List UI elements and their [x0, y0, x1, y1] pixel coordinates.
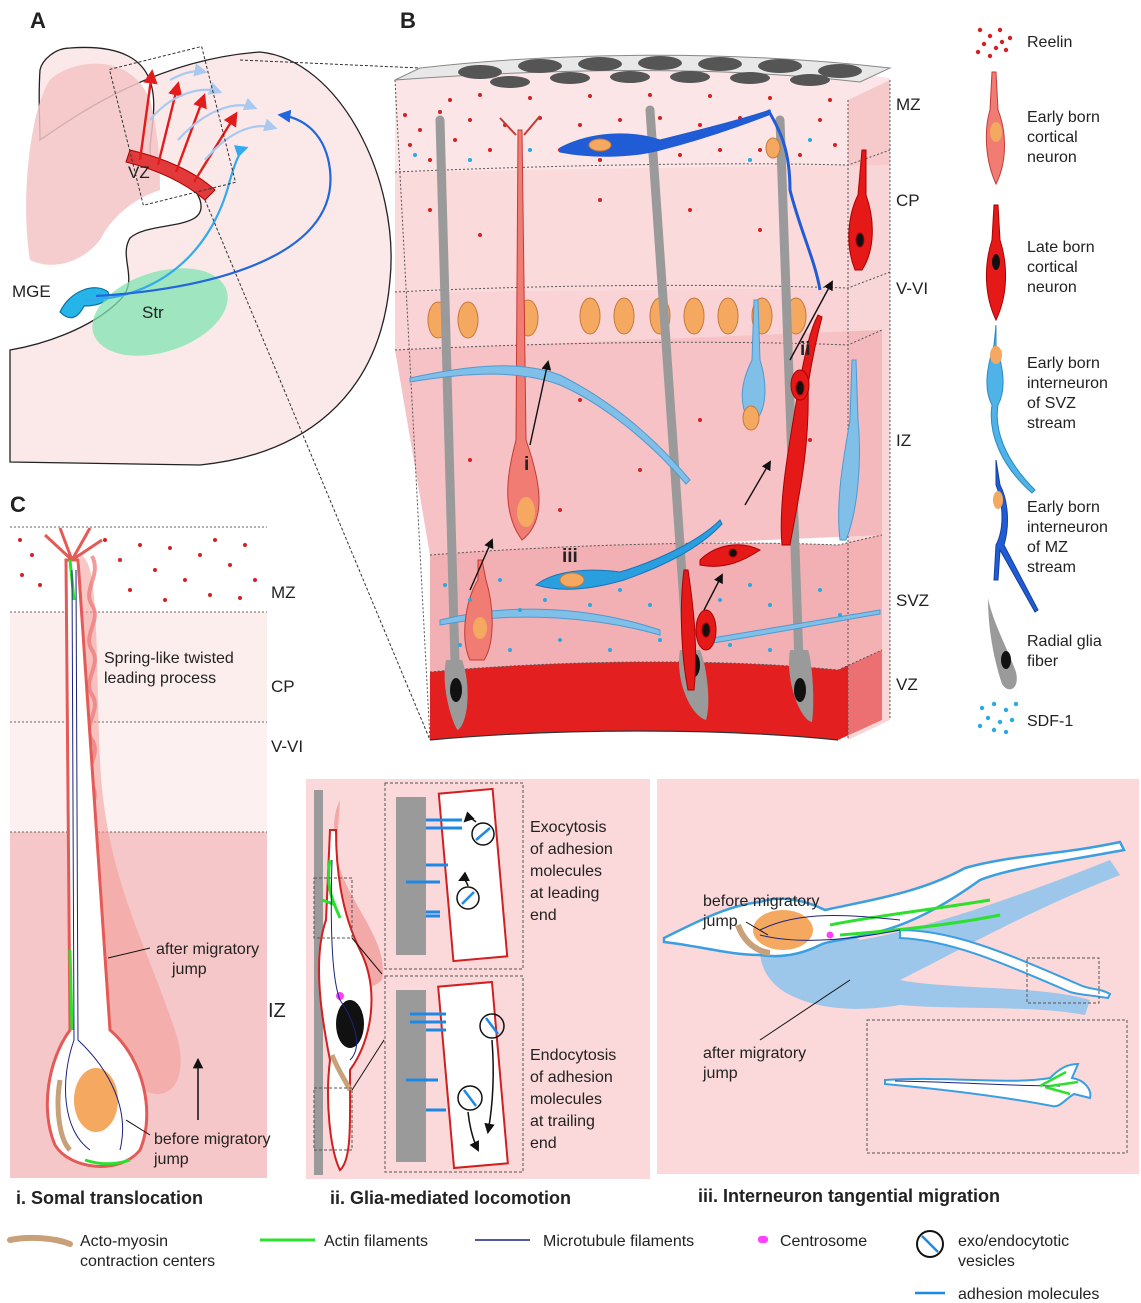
early-cortical-neuron-icon	[986, 72, 1004, 184]
legend-radial-glia: Radial gliafiber	[1027, 633, 1102, 670]
c-nucleus	[74, 1068, 118, 1132]
c-zone-vvi	[10, 722, 267, 832]
legend-adhesion: adhesion molecules	[958, 1286, 1099, 1303]
zone-label-iz: IZ	[896, 431, 911, 450]
c-zone-label-vvi: V-VI	[271, 737, 303, 756]
zone-svz	[430, 535, 882, 672]
caption-ii: ii. Glia-mediated locomotion	[330, 1188, 571, 1208]
panel-b-letter: B	[400, 8, 416, 33]
zone-label-mz: MZ	[896, 95, 921, 114]
legend-reelin: Reelin	[1027, 34, 1072, 51]
ii-exo-glia	[396, 797, 426, 955]
str-label: Str	[142, 303, 164, 322]
ii-endo-glia	[396, 990, 426, 1162]
mge-label: MGE	[12, 282, 51, 301]
reelin-dots-icon	[976, 28, 1012, 58]
mode-label-ii: ii	[800, 339, 811, 360]
iii-centrosome	[827, 932, 834, 939]
zone-label-cp: CP	[896, 191, 920, 210]
late-cortical-neuron-icon	[986, 205, 1005, 320]
panel-c-letter: C	[10, 492, 26, 517]
iii-nucleus	[753, 910, 813, 950]
mz-interneuron-icon	[993, 460, 1038, 612]
mode-label-i: i	[524, 454, 529, 475]
legend-early-cortical: Early borncorticalneuron	[1027, 109, 1100, 166]
c-zone-cp	[10, 612, 267, 722]
bottom-legend: Acto-myosincontraction centers Actin fil…	[10, 1231, 1099, 1303]
panel-b: B	[395, 8, 929, 740]
caption-iii: iii. Interneuron tangential migration	[698, 1186, 1000, 1206]
c-zone-label-cp: CP	[271, 677, 295, 696]
vz-label-a: VZ	[128, 163, 150, 182]
panel-a-letter: A	[30, 8, 46, 33]
c-zone-label-mz: MZ	[271, 583, 296, 602]
zone-label-vz: VZ	[896, 675, 918, 694]
vesicle-icon	[917, 1231, 943, 1257]
legend-centrosome: Centrosome	[780, 1233, 867, 1250]
centrosome-icon	[758, 1236, 768, 1243]
legend-actin: Actin filaments	[324, 1233, 428, 1250]
sdf1-dots-icon	[978, 702, 1018, 734]
radial-glia-icon	[988, 598, 1017, 689]
actomyosin-icon	[10, 1238, 70, 1244]
legend-sdf1: SDF-1	[1027, 713, 1073, 730]
ii-nucleus	[336, 1000, 364, 1048]
zone-label-svz: SVZ	[896, 591, 929, 610]
caption-i: i. Somal translocation	[16, 1188, 203, 1208]
c-zone-label-iz: IZ	[268, 1000, 286, 1022]
mode-label-iii: iii	[562, 546, 578, 567]
legend-microtubule: Microtubule filaments	[543, 1233, 694, 1250]
zone-label-vvi: V-VI	[896, 279, 928, 298]
panel-c: C Spring-li	[10, 492, 303, 1178]
